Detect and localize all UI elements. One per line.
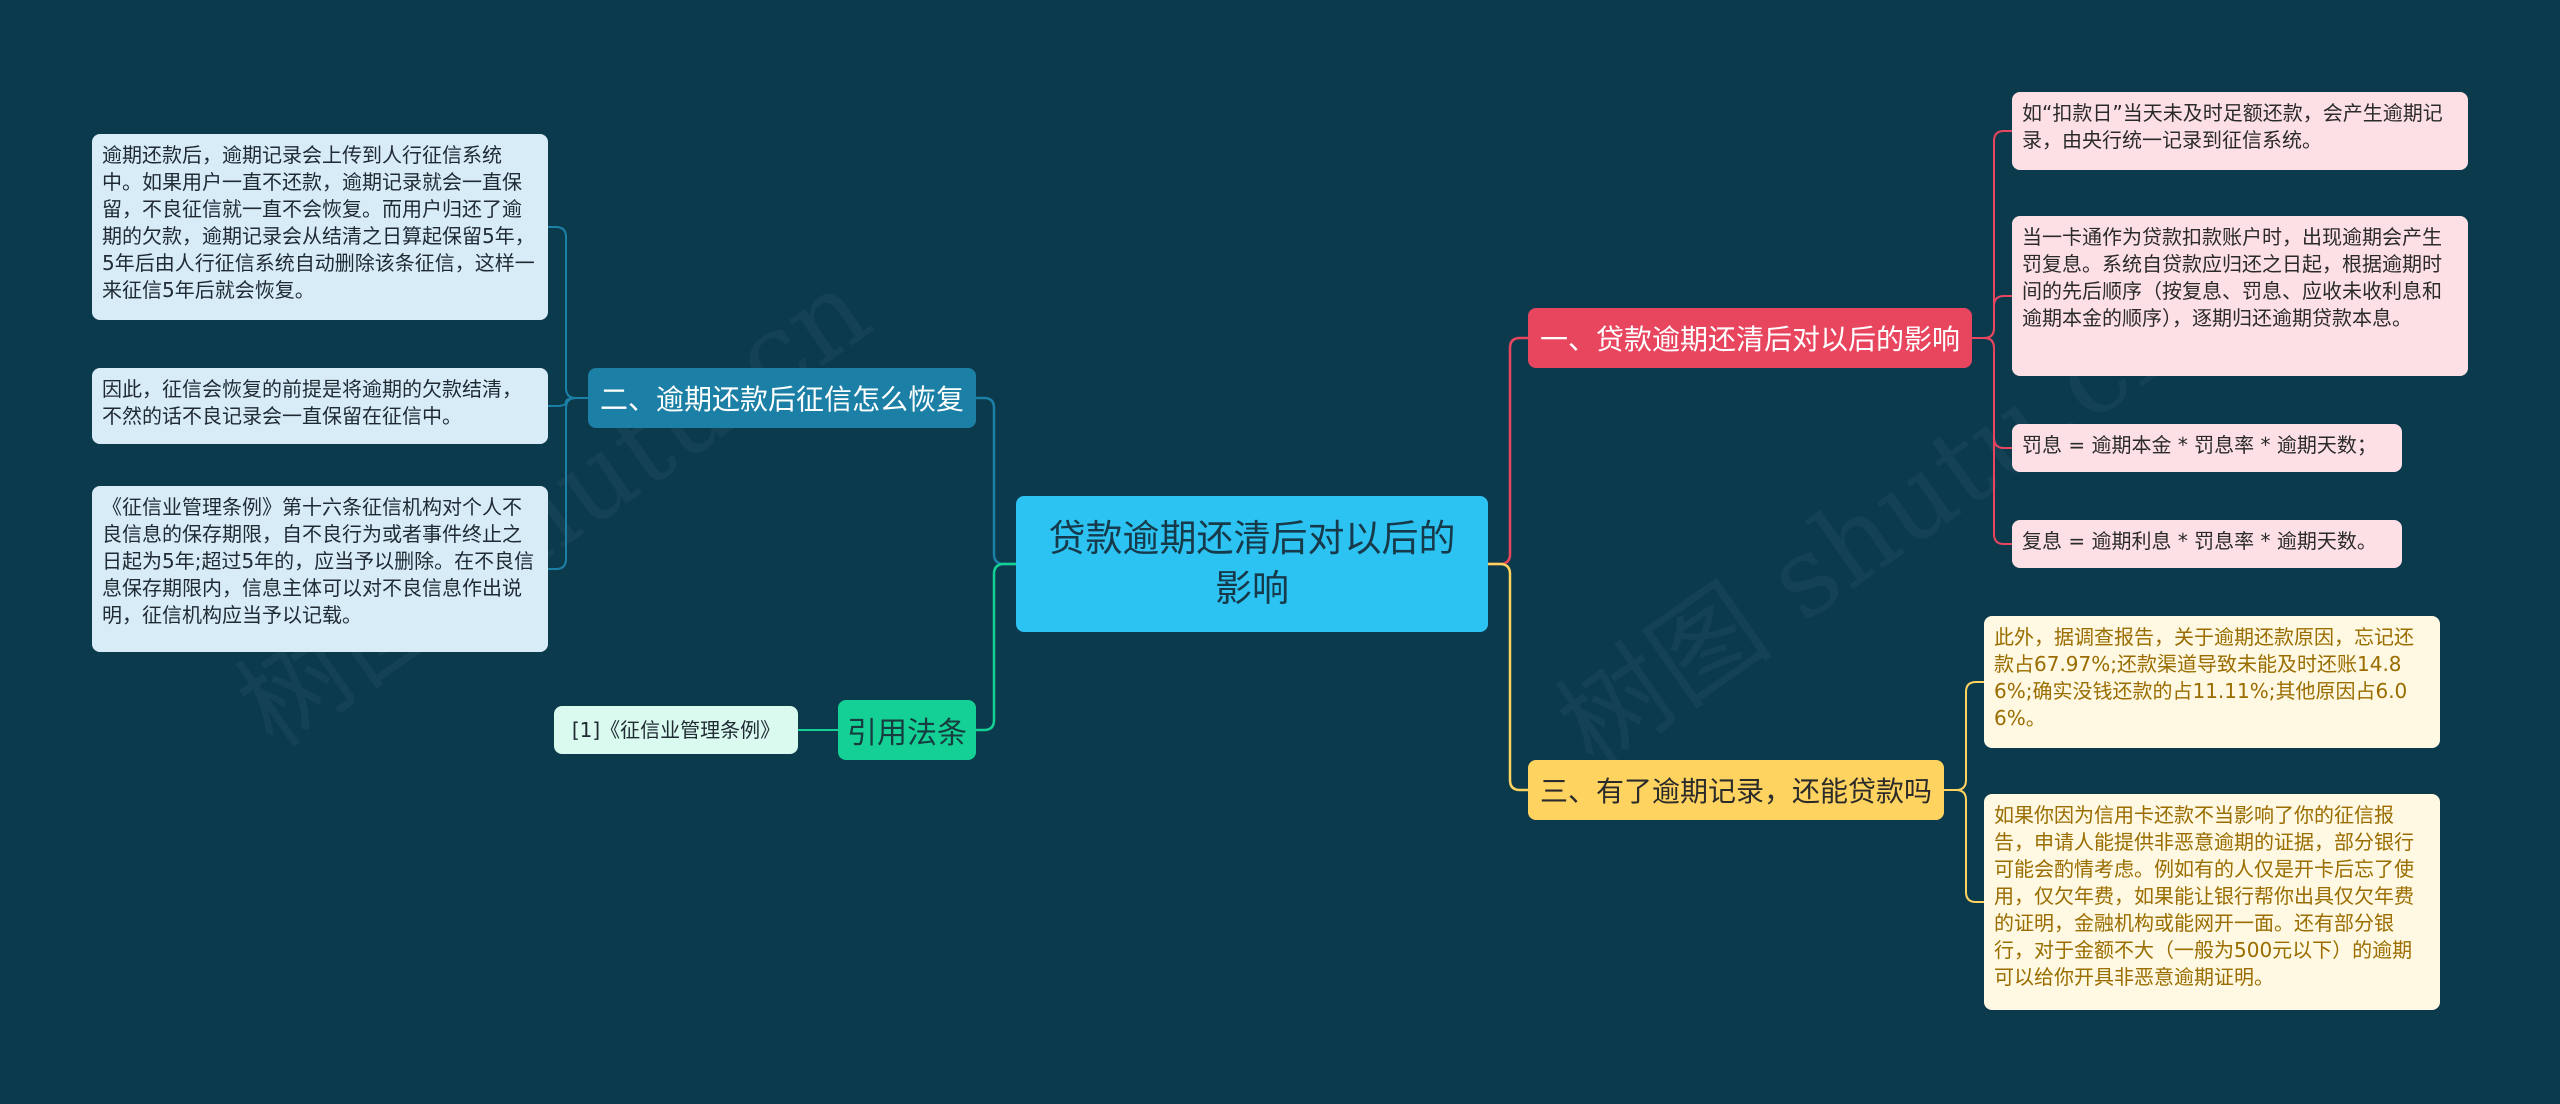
leaf-text: [1]《征信业管理条例》 (571, 718, 781, 742)
leaf-node[interactable]: 逾期还款后，逾期记录会上传到人行征信系统中。如果用户一直不还款，逾期记录就会一直… (92, 134, 548, 320)
leaf-text: 此外，据调查报告，关于逾期还款原因，忘记还款占67.97%;还款渠道导致未能及时… (1994, 625, 2414, 730)
leaf-text: 罚息 = 逾期本金 * 罚息率 * 逾期天数； (2022, 433, 2377, 457)
leaf-node[interactable]: 《征信业管理条例》第十六条征信机构对个人不良信息的保存期限，自不良行为或者事件终… (92, 486, 548, 652)
leaf-text: 如果你因为信用卡还款不当影响了你的征信报告，申请人能提供非恶意逾期的证据，部分银… (1994, 803, 2414, 989)
leaf-text: 复息 = 逾期利息 * 罚息率 * 逾期天数。 (2022, 529, 2377, 553)
leaf-text: 如“扣款日”当天未及时足额还款，会产生逾期记录，由央行统一记录到征信系统。 (2022, 101, 2443, 152)
connector-root-branch-1 (1488, 336, 1528, 566)
leaf-text: 因此，征信会恢复的前提是将逾期的欠款结清，不然的话不良记录会一直保留在征信中。 (102, 377, 522, 428)
connector-b2-leaf-3 (548, 397, 588, 570)
branch-cited-law[interactable]: 引用法条 (838, 700, 976, 760)
branch-label: 一、贷款逾期还清后对以后的影响 (1539, 323, 1960, 356)
leaf-node[interactable]: 此外，据调查报告，关于逾期还款原因，忘记还款占67.97%;还款渠道导致未能及时… (1984, 616, 2440, 748)
connector-b1-leaf-3 (1972, 337, 2012, 449)
leaf-text: 当一卡通作为贷款扣款账户时，出现逾期会产生罚复息。系统自贷款应归还之日起，根据逾… (2022, 225, 2442, 330)
root-topic[interactable]: 贷款逾期还清后对以后的影响 (1016, 496, 1488, 632)
leaf-node[interactable]: 如“扣款日”当天未及时足额还款，会产生逾期记录，由央行统一记录到征信系统。 (2012, 92, 2468, 170)
connector-b3-leaf-2 (1944, 789, 1984, 903)
branch-impact-after-repayment[interactable]: 一、贷款逾期还清后对以后的影响 (1528, 308, 1972, 368)
leaf-node[interactable]: [1]《征信业管理条例》 (554, 706, 798, 754)
branch-label: 三、有了逾期记录，还能贷款吗 (1539, 775, 1932, 808)
root-topic-label: 贷款逾期还清后对以后的影响 (1048, 517, 1456, 610)
connector-b3-leaf-1 (1944, 681, 1984, 791)
leaf-node[interactable]: 复息 = 逾期利息 * 罚息率 * 逾期天数。 (2012, 520, 2402, 568)
connector-b1-leaf-2 (1972, 295, 2012, 339)
leaf-node[interactable]: 因此，征信会恢复的前提是将逾期的欠款结清，不然的话不良记录会一直保留在征信中。 (92, 368, 548, 444)
leaf-text: 《征信业管理条例》第十六条征信机构对个人不良信息的保存期限，自不良行为或者事件终… (102, 495, 535, 627)
leaf-node[interactable]: 罚息 = 逾期本金 * 罚息率 * 逾期天数； (2012, 424, 2402, 472)
connector-root-branch-3 (1488, 562, 1528, 792)
leaf-node[interactable]: 如果你因为信用卡还款不当影响了你的征信报告，申请人能提供非恶意逾期的证据，部分银… (1984, 794, 2440, 1010)
leaf-node[interactable]: 当一卡通作为贷款扣款账户时，出现逾期会产生罚复息。系统自贷款应归还之日起，根据逾… (2012, 216, 2468, 376)
connector-b2-leaf-1 (548, 226, 588, 399)
branch-credit-recovery[interactable]: 二、逾期还款后征信怎么恢复 (588, 368, 976, 428)
connector-b1-leaf-1 (1972, 130, 2012, 339)
connector-root-branch-2 (976, 396, 1016, 566)
branch-loan-with-record[interactable]: 三、有了逾期记录，还能贷款吗 (1528, 760, 1944, 820)
leaf-text: 逾期还款后，逾期记录会上传到人行征信系统中。如果用户一直不还款，逾期记录就会一直… (102, 143, 535, 302)
connector-b1-leaf-4 (1972, 337, 2012, 545)
branch-label: 二、逾期还款后征信怎么恢复 (599, 383, 964, 416)
branch-label: 引用法条 (847, 716, 967, 751)
connector-root-branch-4 (976, 562, 1016, 732)
